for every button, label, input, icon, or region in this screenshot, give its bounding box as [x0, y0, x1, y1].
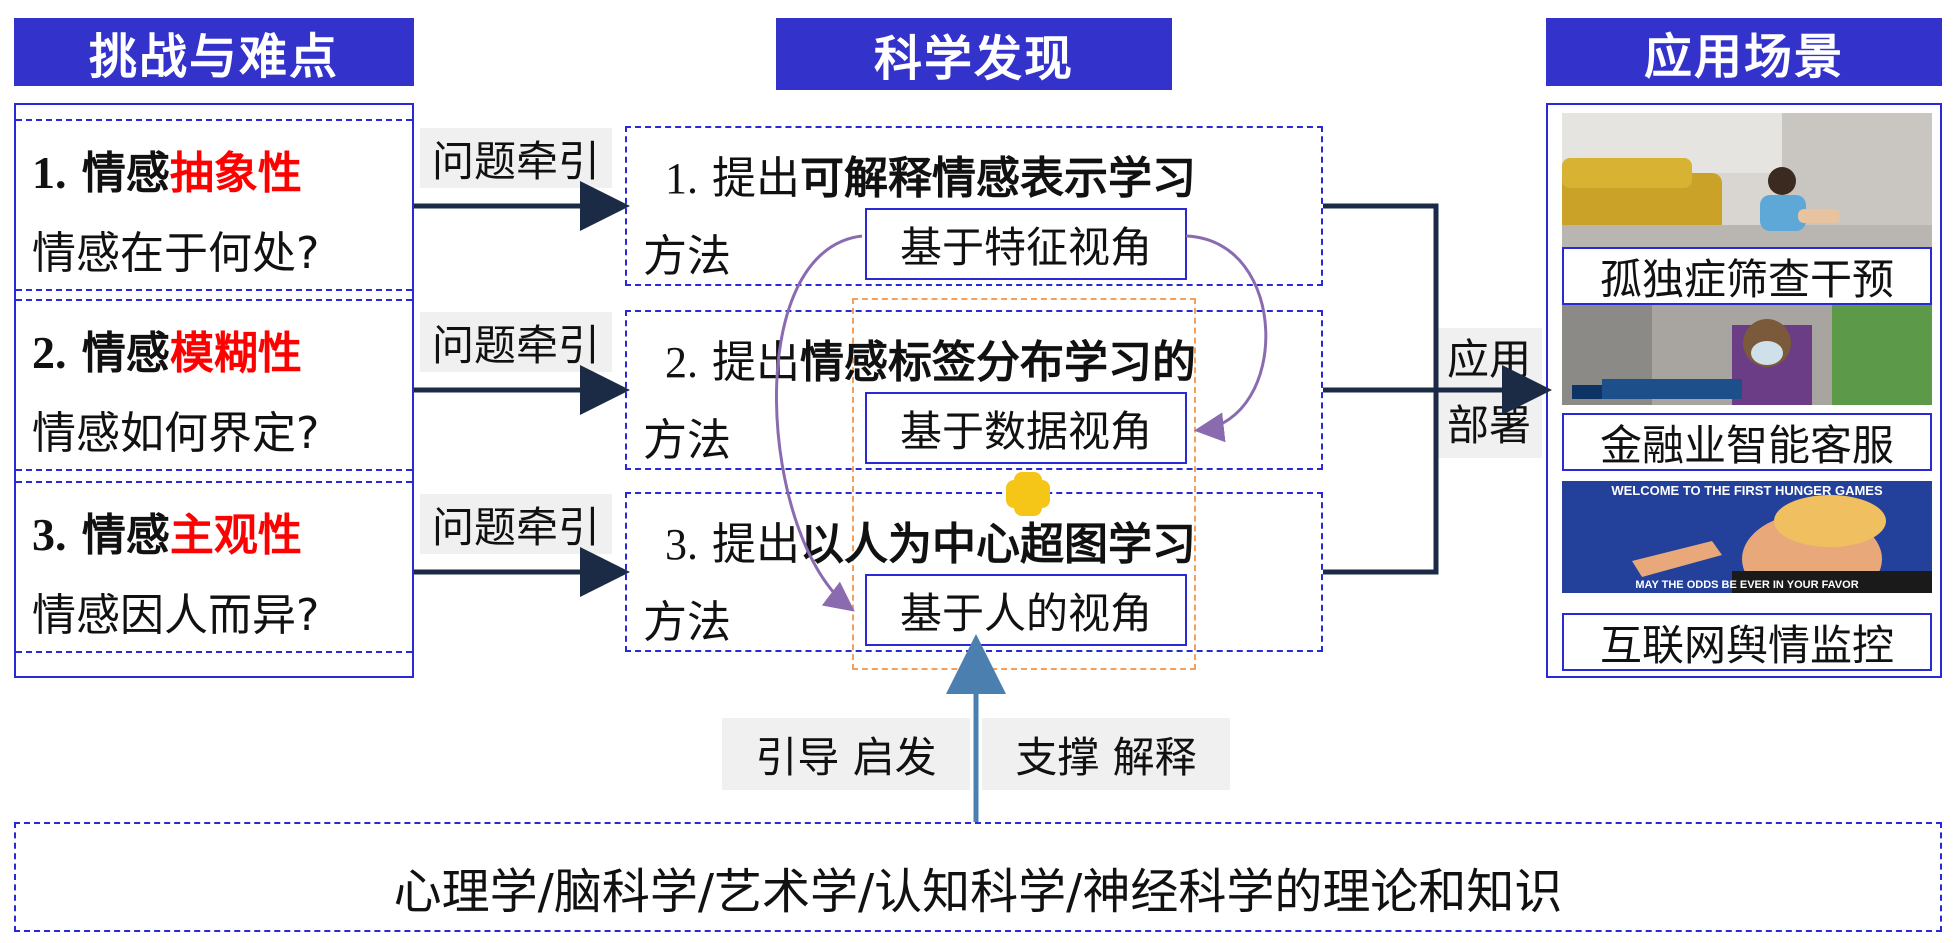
- method-suffix: 方法: [643, 415, 731, 466]
- method-title: 3. 提出以人为中心超图学习: [665, 519, 1196, 570]
- challenge-subjectivity: 3. 情感主观性 情感因人而异?: [16, 481, 412, 653]
- challenge-title: 1. 情感抽象性: [32, 147, 302, 199]
- meme-top-text: WELCOME TO THE FIRST HUNGER GAMES: [1611, 483, 1883, 498]
- app-label-autism: 孤独症筛查干预: [1562, 247, 1932, 305]
- arrow-label-2: 问题牵引: [420, 312, 612, 372]
- support-left-label: 引导 启发: [722, 718, 970, 790]
- plus-icon: [1006, 472, 1050, 516]
- theory-box: 心理学/脑科学/艺术学/认知科学/神经科学的理论和知识: [14, 822, 1942, 932]
- challenge-question: 情感如何界定?: [32, 408, 320, 459]
- challenges-panel: 1. 情感抽象性 情感在于何处? 2. 情感模糊性 情感如何界定? 3. 情感主…: [14, 103, 414, 678]
- curve-feature-to-data: [1185, 234, 1268, 443]
- method-suffix: 方法: [643, 597, 731, 648]
- meme-background: [1562, 481, 1932, 593]
- method-1: 1. 提出可解释情感表示学习 方法 基于特征视角: [625, 126, 1323, 286]
- challenge-question: 情感因人而异?: [32, 590, 320, 641]
- header-challenges: 挑战与难点: [14, 18, 414, 86]
- challenge-abstraction: 1. 情感抽象性 情感在于何处?: [16, 119, 412, 291]
- support-right-label: 支撑 解释: [982, 718, 1230, 790]
- challenge-title: 3. 情感主观性: [32, 509, 302, 561]
- politician-meme-photo: WELCOME TO THE FIRST HUNGER GAMES MAY TH…: [1562, 481, 1932, 593]
- view-data: 基于数据视角: [865, 392, 1187, 464]
- child-sitting-photo: [1562, 113, 1932, 247]
- arrow-label-1: 问题牵引: [420, 128, 612, 188]
- method-2: 2. 提出情感标签分布学习的 方法 基于数据视角: [625, 310, 1323, 470]
- challenge-fuzziness: 2. 情感模糊性 情感如何界定?: [16, 299, 412, 471]
- method-title: 1. 提出可解释情感表示学习: [665, 153, 1196, 204]
- applications-panel: 孤独症筛查干预 金融业智能客服 WELCOME TO THE FIRST HUN…: [1546, 103, 1942, 678]
- masked-woman-news-photo: [1562, 305, 1932, 405]
- views-group-frame: [852, 298, 1196, 670]
- header-application: 应用场景: [1546, 18, 1942, 86]
- app-label-opinion: 互联网舆情监控: [1562, 613, 1932, 671]
- app-label-finance: 金融业智能客服: [1562, 413, 1932, 471]
- challenge-question: 情感在于何处?: [32, 228, 320, 279]
- method-suffix: 方法: [643, 231, 731, 282]
- meme-bottom-text: MAY THE ODDS BE EVER IN YOUR FAVOR: [1635, 579, 1859, 591]
- arrow-label-3: 问题牵引: [420, 494, 612, 554]
- curve-feature-to-human: [775, 234, 863, 612]
- challenge-title: 2. 情感模糊性: [32, 327, 302, 379]
- header-discovery: 科学发现: [776, 18, 1172, 90]
- method-title: 2. 提出情感标签分布学习的: [665, 337, 1196, 388]
- view-feature: 基于特征视角: [865, 208, 1187, 280]
- view-human: 基于人的视角: [865, 574, 1187, 646]
